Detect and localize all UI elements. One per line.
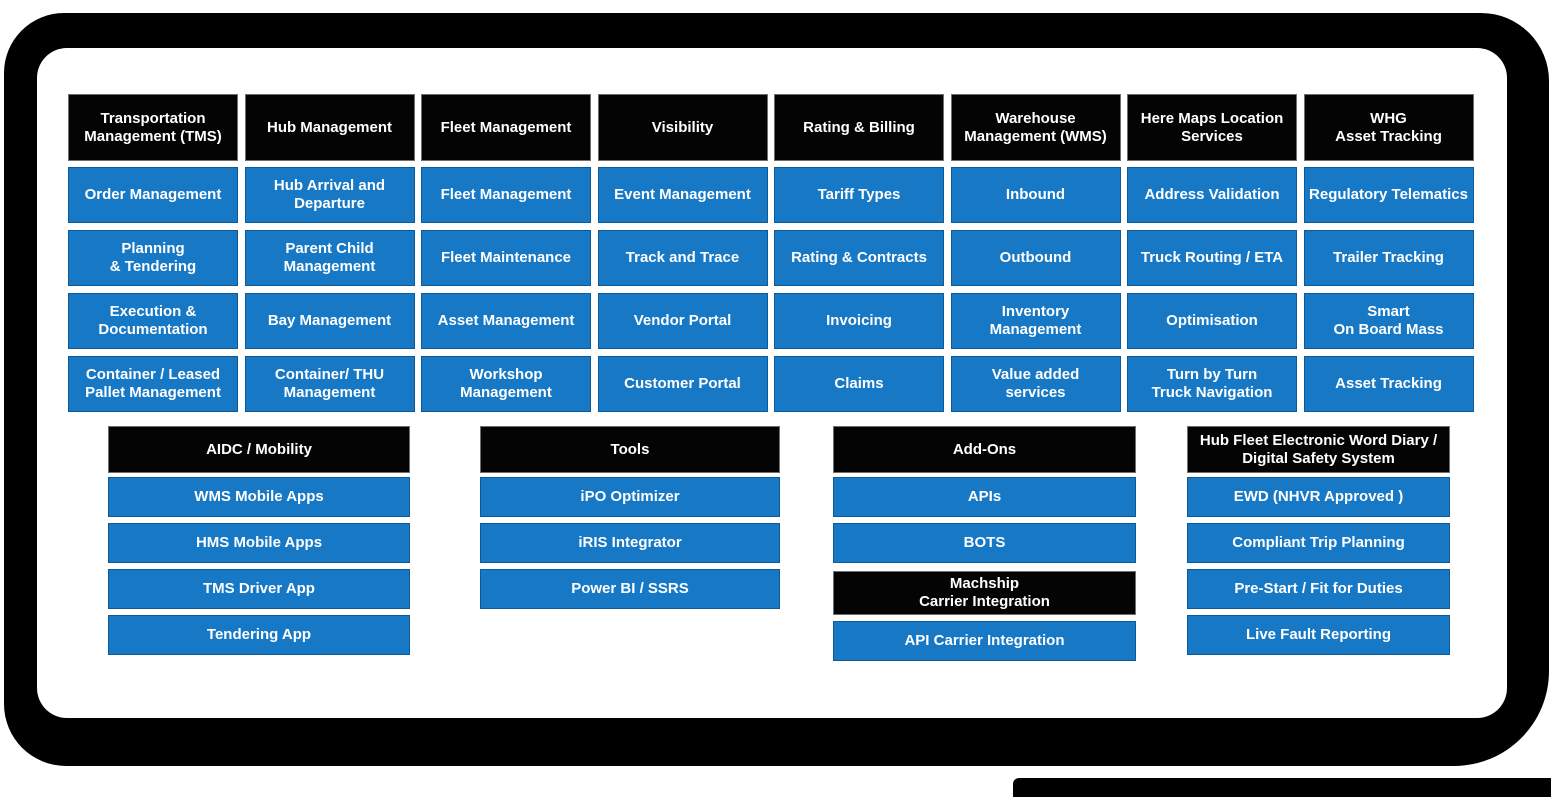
group-header-aidc: AIDC / Mobility: [108, 426, 410, 473]
column-header-visibility: Visibility: [597, 94, 768, 161]
module-cell-container-leased-pallet: Container / Leased Pallet Management: [68, 356, 238, 412]
module-cell-fleet-management: Fleet Management: [421, 167, 591, 223]
module-cell-planning-tendering: Planning & Tendering: [68, 230, 238, 286]
module-cell-order-management: Order Management: [68, 167, 238, 223]
module-cell-event-management: Event Management: [597, 167, 768, 223]
module-cell-vendor-portal: Vendor Portal: [597, 293, 768, 349]
group-aidc-mobility: AIDC / Mobility WMS Mobile Apps HMS Mobi…: [108, 426, 410, 661]
module-cell-hub-arrival-departure: Hub Arrival and Departure: [244, 167, 415, 223]
column-header-tms: Transportation Management (TMS): [68, 94, 238, 161]
group-header-hub-fleet-ewd: Hub Fleet Electronic Word Diary / Digita…: [1187, 426, 1450, 473]
column-rating-billing: Rating & Billing Tariff Types Rating & C…: [774, 94, 944, 419]
module-cell-rating-contracts: Rating & Contracts: [774, 230, 944, 286]
module-cell-regulatory-telematics: Regulatory Telematics: [1303, 167, 1474, 223]
group-header-tools: Tools: [480, 426, 780, 473]
module-bar-pre-start-fit-for-duties: Pre-Start / Fit for Duties: [1187, 569, 1450, 609]
module-cell-truck-routing-eta: Truck Routing / ETA: [1127, 230, 1297, 286]
module-bar-hms-mobile-apps: HMS Mobile Apps: [108, 523, 410, 563]
column-wms: Warehouse Management (WMS) Inbound Outbo…: [950, 94, 1121, 419]
module-cell-container-thu: Container/ THU Management: [244, 356, 415, 412]
group-add-ons: Add-Ons APIs BOTS Machship Carrier Integ…: [833, 426, 1136, 667]
module-cell-bay-management: Bay Management: [244, 293, 415, 349]
module-bar-bots: BOTS: [833, 523, 1136, 563]
module-cell-parent-child: Parent Child Management: [244, 230, 415, 286]
group-header-add-ons: Add-Ons: [833, 426, 1136, 473]
module-cell-outbound: Outbound: [950, 230, 1121, 286]
module-cell-asset-tracking: Asset Tracking: [1303, 356, 1474, 412]
column-header-here-maps: Here Maps Location Services: [1127, 94, 1297, 161]
module-cell-fleet-maintenance: Fleet Maintenance: [421, 230, 591, 286]
module-matrix: Transportation Management (TMS) Order Ma…: [68, 94, 1474, 419]
module-bar-api-carrier-integration: API Carrier Integration: [833, 621, 1136, 661]
module-cell-asset-management: Asset Management: [421, 293, 591, 349]
column-here-maps: Here Maps Location Services Address Vali…: [1127, 94, 1297, 419]
module-cell-workshop-management: Workshop Management: [421, 356, 591, 412]
column-whg: WHG Asset Tracking Regulatory Telematics…: [1303, 94, 1474, 419]
module-cell-value-added-services: Value added services: [950, 356, 1121, 412]
module-cell-turn-by-turn: Turn by Turn Truck Navigation: [1127, 356, 1297, 412]
module-cell-invoicing: Invoicing: [774, 293, 944, 349]
module-cell-optimisation: Optimisation: [1127, 293, 1297, 349]
module-bar-ipo-optimizer: iPO Optimizer: [480, 477, 780, 517]
next-slide-edge-bar: [1013, 778, 1551, 797]
column-header-fleet: Fleet Management: [421, 94, 591, 161]
module-cell-execution-documentation: Execution & Documentation: [68, 293, 238, 349]
group-hub-fleet-ewd: Hub Fleet Electronic Word Diary / Digita…: [1187, 426, 1450, 661]
module-cell-address-validation: Address Validation: [1127, 167, 1297, 223]
module-cell-tariff-types: Tariff Types: [774, 167, 944, 223]
module-bar-tms-driver-app: TMS Driver App: [108, 569, 410, 609]
module-cell-smart-on-board-mass: Smart On Board Mass: [1303, 293, 1474, 349]
column-header-wms: Warehouse Management (WMS): [950, 94, 1121, 161]
group-tools: Tools iPO Optimizer iRIS Integrator Powe…: [480, 426, 780, 615]
module-cell-inventory-management: Inventory Management: [950, 293, 1121, 349]
group-subheader-machship: Machship Carrier Integration: [833, 571, 1136, 615]
column-tms: Transportation Management (TMS) Order Ma…: [68, 94, 238, 419]
module-cell-track-and-trace: Track and Trace: [597, 230, 768, 286]
module-cell-inbound: Inbound: [950, 167, 1121, 223]
module-bar-compliant-trip-planning: Compliant Trip Planning: [1187, 523, 1450, 563]
column-header-whg: WHG Asset Tracking: [1303, 94, 1474, 161]
module-cell-customer-portal: Customer Portal: [597, 356, 768, 412]
column-header-hub: Hub Management: [244, 94, 415, 161]
module-bar-iris-integrator: iRIS Integrator: [480, 523, 780, 563]
module-bar-power-bi-ssrs: Power BI / SSRS: [480, 569, 780, 609]
column-hub: Hub Management Hub Arrival and Departure…: [244, 94, 415, 419]
column-visibility: Visibility Event Management Track and Tr…: [597, 94, 768, 419]
module-bar-tendering-app: Tendering App: [108, 615, 410, 655]
module-bar-live-fault-reporting: Live Fault Reporting: [1187, 615, 1450, 655]
module-cell-claims: Claims: [774, 356, 944, 412]
module-cell-trailer-tracking: Trailer Tracking: [1303, 230, 1474, 286]
module-bar-ewd-nhvr: EWD (NHVR Approved ): [1187, 477, 1450, 517]
column-fleet: Fleet Management Fleet Management Fleet …: [421, 94, 591, 419]
column-header-rating-billing: Rating & Billing: [774, 94, 944, 161]
module-bar-wms-mobile-apps: WMS Mobile Apps: [108, 477, 410, 517]
module-bar-apis: APIs: [833, 477, 1136, 517]
